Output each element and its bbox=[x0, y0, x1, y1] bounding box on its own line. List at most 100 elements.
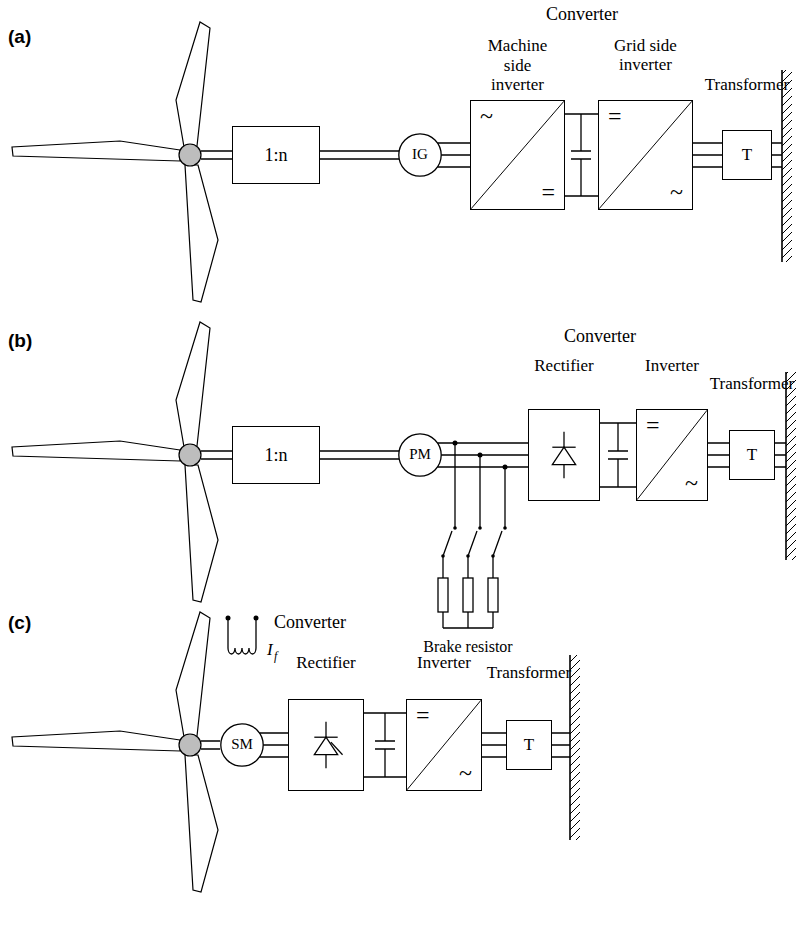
shaft bbox=[201, 741, 220, 749]
capacitor-symbol bbox=[608, 423, 628, 487]
text-slot: Transformer bbox=[487, 663, 571, 683]
generator-label: SM bbox=[231, 736, 253, 753]
text-slot: SM bbox=[220, 723, 264, 767]
text-slot: Transformer bbox=[705, 75, 789, 95]
conversion-symbol: ~ bbox=[685, 470, 698, 498]
label-slot: (a) bbox=[8, 26, 31, 48]
three-phase-wires bbox=[437, 143, 470, 167]
label-slot: f bbox=[274, 650, 277, 664]
transformer-symbol: T bbox=[747, 445, 757, 465]
text-slot: Transformer bbox=[710, 374, 794, 394]
grid-hatch bbox=[570, 655, 580, 840]
converter-box: Machine side inverter~= bbox=[470, 100, 565, 210]
text-slot: ~ bbox=[480, 103, 493, 131]
converter-box: Inverter=~ bbox=[406, 699, 482, 791]
text-slot: Rectifier bbox=[296, 653, 355, 673]
transformer-box: TransformerT bbox=[722, 130, 772, 180]
block-heading: Machine side inverter bbox=[479, 36, 557, 95]
group-heading: Converter bbox=[564, 326, 636, 347]
transformer-symbol: T bbox=[742, 145, 752, 165]
conversion-symbol: = bbox=[416, 702, 430, 730]
text-slot: ~ bbox=[670, 179, 683, 207]
grid-wire bbox=[772, 143, 782, 167]
rectifier-box: Rectifier bbox=[288, 699, 364, 791]
dc-link-wires bbox=[364, 713, 406, 777]
transformer-symbol: T bbox=[524, 735, 534, 755]
text-slot: Rectifier bbox=[534, 356, 593, 376]
conversion-symbol: = bbox=[646, 412, 660, 440]
conversion-symbol: ~ bbox=[459, 760, 472, 788]
capacitor-symbol bbox=[571, 114, 591, 196]
group-heading: Converter bbox=[274, 612, 346, 633]
grid-wire bbox=[552, 733, 570, 757]
converter-box: Inverter=~ bbox=[636, 409, 708, 501]
three-phase-wires bbox=[693, 143, 722, 167]
block-heading: Rectifier bbox=[534, 356, 593, 376]
text-slot: = bbox=[646, 412, 660, 440]
text-slot: PM bbox=[398, 433, 442, 477]
conversion-symbol: ~ bbox=[670, 179, 683, 207]
field-winding bbox=[228, 618, 256, 654]
label-slot: Converter bbox=[546, 4, 618, 25]
text-slot: ~ bbox=[685, 470, 698, 498]
shaft bbox=[201, 451, 232, 459]
generator-circle: PM bbox=[398, 433, 442, 477]
brake-resistor-circuit bbox=[438, 443, 505, 628]
generator-label: PM bbox=[409, 446, 431, 463]
block-heading: Rectifier bbox=[296, 653, 355, 673]
text-slot: Inverter bbox=[645, 356, 699, 376]
three-phase-wires bbox=[482, 733, 506, 757]
panel-label: (c) bbox=[8, 612, 31, 634]
part-label: Brake resistor bbox=[423, 638, 512, 656]
text-slot: T bbox=[730, 431, 774, 479]
conversion-symbol: = bbox=[608, 103, 622, 131]
shaft bbox=[201, 151, 232, 159]
block-heading: Grid side inverter bbox=[601, 36, 691, 75]
group-heading: Converter bbox=[546, 4, 618, 25]
turbine-rotor bbox=[12, 22, 218, 302]
converter-symbol bbox=[529, 410, 599, 500]
shaft-connector bbox=[320, 451, 399, 459]
label-slot: Converter bbox=[564, 326, 636, 347]
converter-symbol bbox=[289, 700, 363, 790]
gearbox-box: 1:n bbox=[232, 126, 320, 184]
text-slot: T bbox=[723, 131, 771, 179]
capacitor-symbol bbox=[375, 713, 395, 777]
conversion-symbol: = bbox=[541, 179, 555, 207]
text-slot: Machine side inverter bbox=[479, 36, 557, 95]
three-phase-wires bbox=[437, 443, 528, 467]
text-slot: 1:n bbox=[233, 127, 319, 183]
grid-symbol bbox=[569, 655, 571, 840]
terminal-dot bbox=[226, 616, 259, 621]
three-phase-wires bbox=[708, 443, 729, 467]
block-heading: Inverter bbox=[645, 356, 699, 376]
shaft-connector bbox=[320, 151, 399, 159]
label-slot: Converter bbox=[274, 612, 346, 633]
gearbox-box: 1:n bbox=[232, 426, 320, 484]
dc-link-wires bbox=[600, 423, 636, 487]
text-slot: ~ bbox=[459, 760, 472, 788]
gear-ratio: 1:n bbox=[264, 445, 287, 466]
text-slot: 1:n bbox=[233, 427, 319, 483]
text-slot: = bbox=[541, 179, 555, 207]
generator-circle: SM bbox=[220, 723, 264, 767]
text-slot: T bbox=[507, 721, 551, 769]
grid-hatch bbox=[786, 372, 796, 560]
converter-box: Grid side inverter=~ bbox=[598, 100, 693, 210]
junction-dot bbox=[441, 441, 507, 558]
grid-symbol bbox=[785, 372, 787, 560]
current-subscript: f bbox=[274, 650, 277, 664]
dc-link-wires bbox=[565, 114, 598, 196]
label-slot: (b) bbox=[8, 330, 32, 352]
block-heading: Transformer bbox=[487, 663, 571, 683]
label-slot: I bbox=[267, 640, 273, 660]
grid-hatch bbox=[782, 70, 792, 262]
generator-circle: IG bbox=[398, 133, 442, 177]
conversion-symbol: ~ bbox=[480, 103, 493, 131]
turbine-rotor bbox=[12, 322, 218, 602]
text-slot: = bbox=[416, 702, 430, 730]
turbine-rotor bbox=[12, 612, 218, 892]
text-slot: Inverter bbox=[417, 653, 471, 673]
